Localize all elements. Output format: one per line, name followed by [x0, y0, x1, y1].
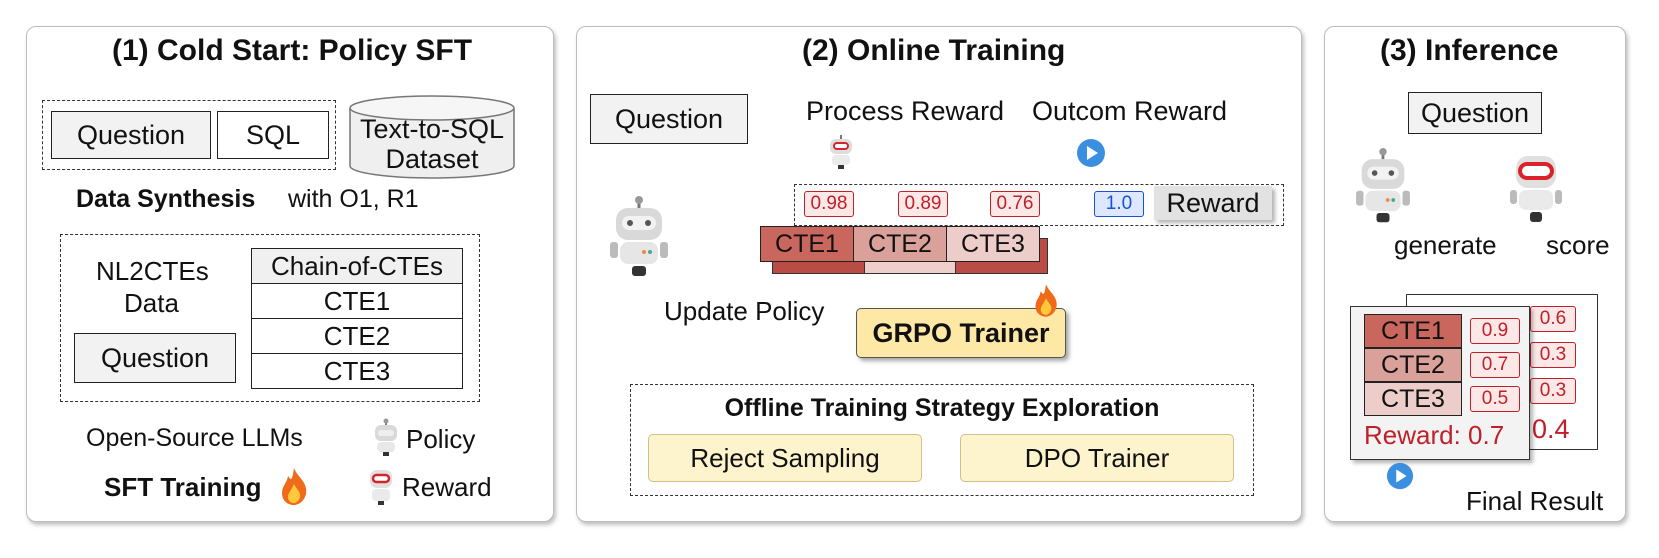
nl2ctes-group: [60, 234, 480, 402]
offline-title: Offline Training Strategy Exploration: [724, 394, 1160, 422]
cte-block-2: CTE2: [853, 226, 947, 262]
score-label: score: [1546, 230, 1610, 260]
reward-label: Reward: [402, 472, 492, 502]
back-score-1: 0.6: [1530, 306, 1576, 332]
cte-block-1: CTE1: [760, 226, 854, 262]
process-score-1: 0.98: [804, 191, 854, 217]
dpo-trainer-box: DPO Trainer: [960, 434, 1234, 482]
result-score-2: 0.7: [1470, 352, 1520, 378]
process-score-3: 0.76: [990, 191, 1040, 217]
question-box-p3: Question: [1408, 92, 1542, 134]
nl2ctes-label-1: NL2CTEs: [96, 256, 209, 286]
grpo-trainer-box: GRPO Trainer: [856, 308, 1066, 358]
final-result-label: Final Result: [1466, 486, 1604, 516]
chain-cte2: CTE2: [251, 318, 463, 354]
result-cte1: CTE1: [1364, 314, 1462, 348]
process-score-2: 0.89: [898, 191, 948, 217]
sql-box: SQL: [217, 111, 329, 159]
reward-robot-p3: [1506, 152, 1566, 224]
result-score-1: 0.9: [1470, 318, 1520, 344]
reward-tag: Reward: [1154, 186, 1272, 220]
dataset-label-1: Text-to-SQL: [360, 114, 505, 144]
sft-training-label: SFT Training: [104, 472, 262, 502]
panel2-title: (2) Online Training: [802, 34, 1066, 67]
process-reward-robot-icon: [826, 134, 856, 170]
grpo-fire-icon: [1032, 282, 1060, 318]
back-score-3: 0.3: [1530, 378, 1576, 404]
play-icon: [1076, 138, 1106, 168]
synthesis-with-label: with O1, R1: [288, 185, 419, 213]
reward-robot-icon: [364, 466, 398, 506]
outcome-score: 1.0: [1094, 191, 1144, 217]
chain-cte1: CTE1: [251, 283, 463, 319]
question-box: Question: [51, 111, 211, 159]
question-sql-group: [42, 100, 336, 170]
panel3-title: (3) Inference: [1380, 34, 1559, 67]
question-box-2: Question: [74, 333, 236, 383]
result-reward: Reward: 0.7: [1364, 420, 1505, 450]
nl2ctes-label-2: Data: [124, 288, 179, 318]
play-icon-p3: [1386, 462, 1414, 490]
cte-block-3: CTE3: [946, 226, 1040, 262]
result-cte2: CTE2: [1364, 348, 1462, 382]
outcome-reward-label: Outcom Reward: [1032, 96, 1228, 126]
fire-icon: [278, 466, 310, 506]
chain-cte3: CTE3: [251, 353, 463, 389]
reject-sampling-box: Reject Sampling: [648, 434, 922, 482]
panel1-title: (1) Cold Start: Policy SFT: [112, 34, 473, 67]
data-synthesis-label: Data Synthesis: [76, 185, 256, 213]
chain-header: Chain-of-CTEs: [251, 248, 463, 284]
offline-strategy-group: [630, 384, 1254, 496]
dataset-label-2: Dataset: [385, 144, 479, 174]
generate-label: generate: [1394, 230, 1497, 260]
reward-row-group: [794, 184, 1284, 226]
policy-robot-p3: [1352, 148, 1414, 226]
policy-label: Policy: [406, 424, 476, 454]
policy-robot-p2: [606, 196, 672, 280]
open-source-label: Open-Source LLMs: [86, 424, 303, 452]
question-box-p2: Question: [590, 94, 748, 144]
policy-robot-icon: [370, 418, 402, 458]
back-total: 0.4: [1532, 414, 1570, 444]
result-score-3: 0.5: [1470, 386, 1520, 412]
update-policy-label: Update Policy: [664, 296, 825, 326]
process-reward-label: Process Reward: [806, 96, 1005, 126]
back-score-2: 0.3: [1530, 342, 1576, 368]
result-cte3: CTE3: [1364, 382, 1462, 416]
